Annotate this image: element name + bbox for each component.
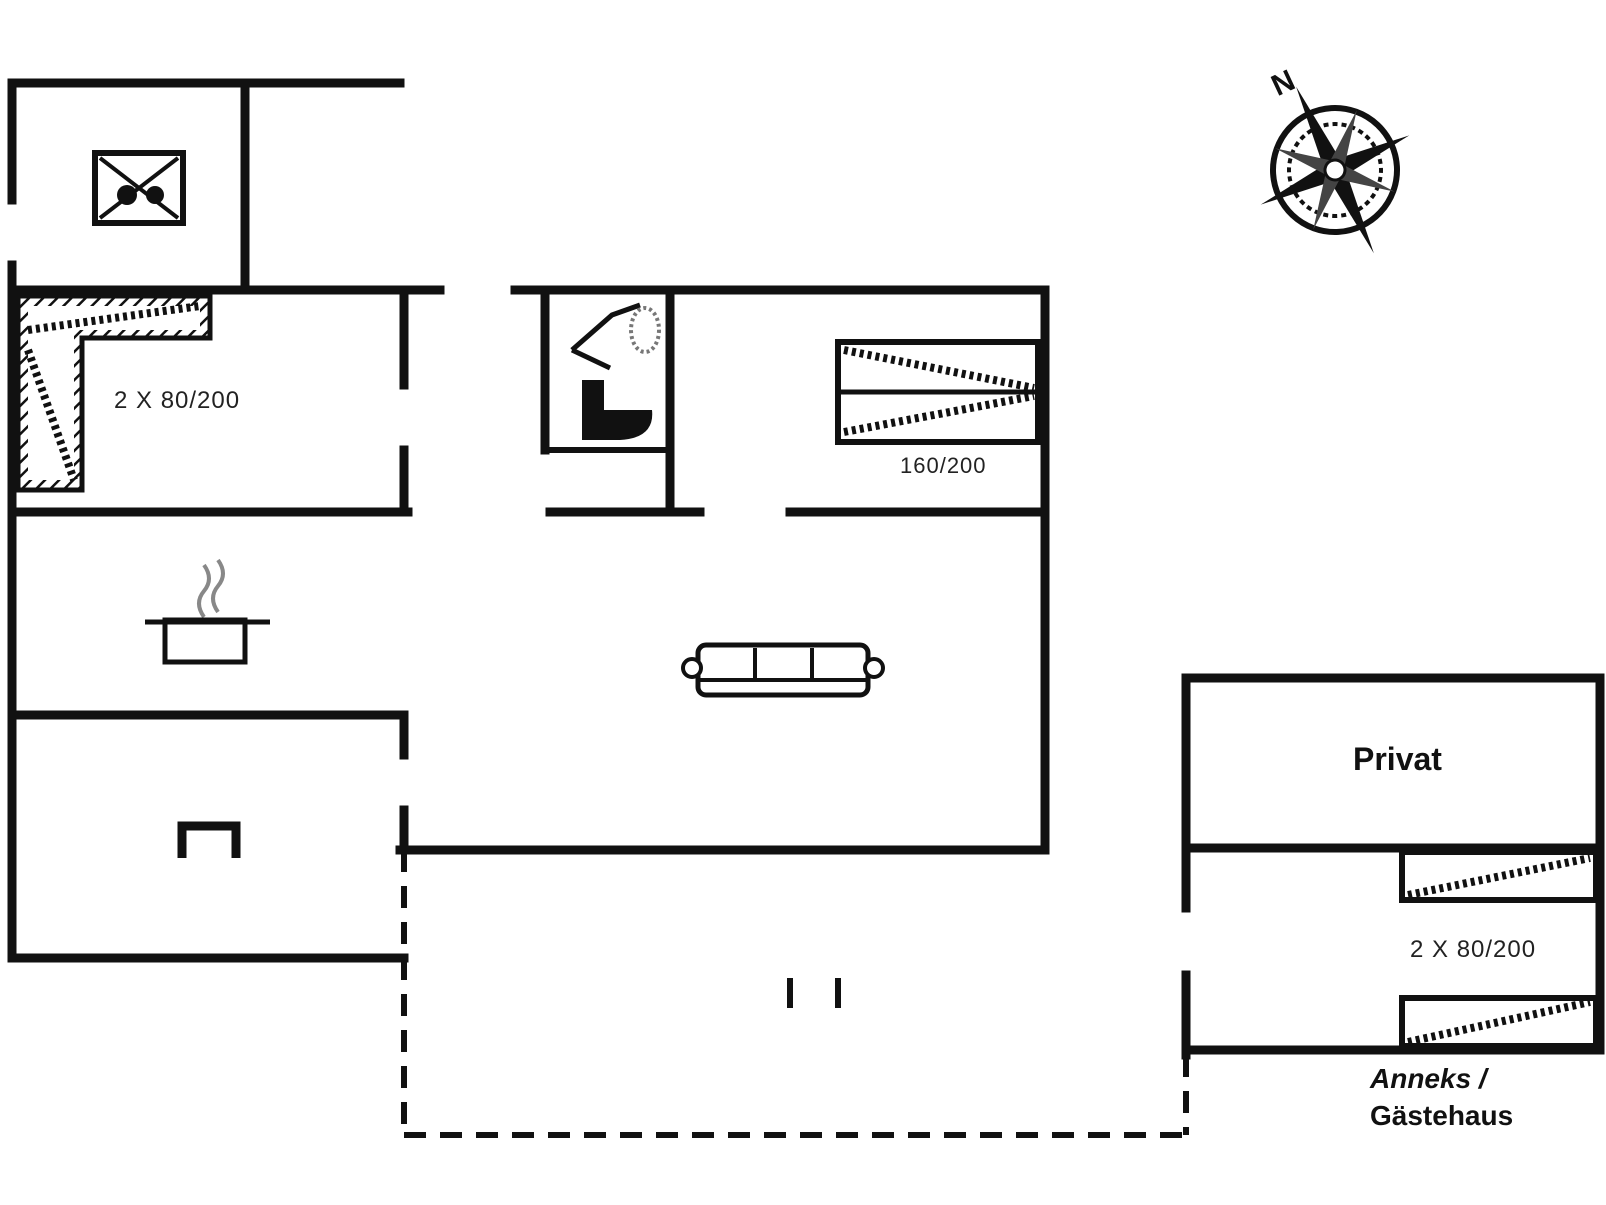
main-house-walls [7, 260, 1050, 963]
compass-north-label: N [1266, 64, 1300, 103]
annex-walls [1181, 673, 1605, 1060]
annex-beds [1399, 849, 1599, 1049]
stove-pot-icon [145, 558, 270, 665]
washer-icon [92, 150, 186, 226]
bedroom-left-bed-size: 2 X 80/200 [114, 387, 240, 414]
compass-rose-icon [1260, 86, 1410, 254]
sofa-icon [681, 642, 885, 698]
terrace-outline [401, 850, 1189, 1138]
bedroom-left-beds [15, 293, 213, 493]
bedroom-right-bed-size: 160/200 [900, 453, 987, 478]
annex-bed-size: 2 X 80/200 [1410, 936, 1536, 963]
table-icon [177, 821, 241, 858]
private-room-label: Privat [1353, 741, 1442, 777]
annex-label-line1: Anneks / [1369, 1063, 1490, 1094]
chairs-icon [787, 978, 841, 1008]
shower-icon [570, 302, 661, 371]
toilet-icon [582, 380, 653, 440]
bedroom-right-bed [835, 339, 1041, 445]
annex-label-line2: Gästehaus [1370, 1100, 1513, 1131]
utility-room-walls [7, 78, 405, 290]
